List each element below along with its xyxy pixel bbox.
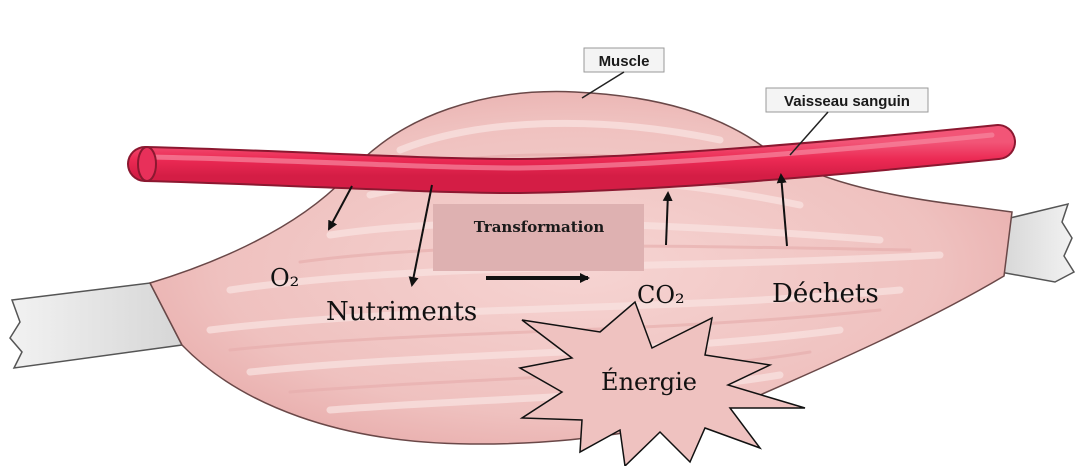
co2-label: CO₂	[637, 281, 685, 309]
energy-label: Énergie	[601, 367, 697, 396]
nutrients-label: Nutriments	[326, 297, 477, 327]
waste-label: Déchets	[772, 279, 879, 309]
vessel-left-end	[138, 147, 156, 181]
muscle-label: Muscle	[599, 53, 650, 70]
transformation-label: Transformation	[474, 218, 605, 236]
vessel-label: Vaisseau sanguin	[784, 93, 910, 110]
o2-label: O₂	[270, 264, 299, 292]
transformation-box	[433, 204, 644, 271]
